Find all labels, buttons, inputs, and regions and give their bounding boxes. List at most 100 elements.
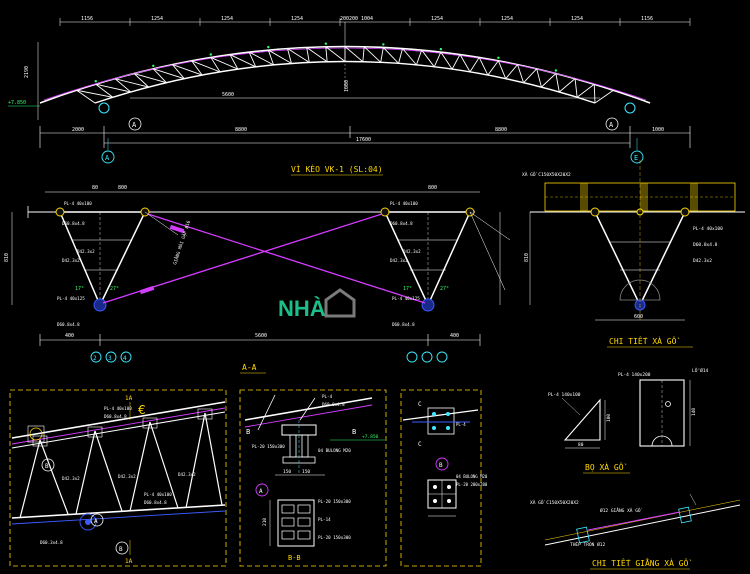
dr-note-3: PL-4 — [456, 422, 466, 427]
dl-label-1a-bot: 1A — [125, 558, 133, 565]
truss-web — [95, 83, 131, 93]
dim-bottom-1: 2000 — [72, 127, 84, 133]
right-support-node — [624, 102, 636, 114]
truss-web — [523, 68, 538, 83]
left-support-node — [98, 102, 110, 114]
purlin-note-1: PL-4 40x100 — [693, 226, 723, 232]
dr-label-c1: C — [418, 401, 422, 408]
bo-dim-2: 140 — [691, 408, 697, 416]
detail-mid-note: PL-20 150x300 — [318, 535, 351, 540]
aa-left-note: PL-4 40x125 — [57, 296, 85, 301]
purlin-width: 600 — [634, 314, 643, 320]
detail-web — [204, 412, 223, 506]
top-segment-label: 1156 — [81, 16, 93, 22]
aa-top-dim-3: 800 — [428, 185, 437, 191]
watermark-text: NHÀ — [278, 296, 326, 321]
aa-angle-3: 17° — [403, 286, 412, 292]
detail-left-note: D42.3x2 — [62, 476, 80, 481]
grid-left: A — [105, 154, 110, 162]
truss-web — [248, 51, 274, 66]
truss-web — [133, 73, 167, 84]
truss-web — [210, 57, 239, 70]
aa-angle-4: 27° — [440, 286, 449, 292]
dr-note-2: PL-20 200x200 — [456, 482, 488, 487]
detail-mid-note: PL-20 150x300 — [252, 444, 285, 449]
top-segment-label: 1254 — [501, 16, 513, 22]
level-left: +7.850 — [8, 100, 26, 106]
truss-web — [594, 89, 614, 104]
truss-web — [344, 46, 364, 63]
detail-web — [19, 439, 41, 519]
section-aa: 80 800 800 GIẰNG MÁI GẬP Ø16 — [4, 185, 511, 374]
truss-web — [362, 46, 365, 62]
truss-web — [541, 73, 557, 88]
detail-web — [75, 430, 96, 515]
bo-note-3: LỖ Ø14 — [692, 367, 709, 374]
aa-left-note: D42.3x2 — [77, 249, 95, 254]
dim-bottom-3: 8800 — [495, 127, 507, 133]
truss-web — [268, 49, 292, 64]
bo-xa-go-detail: 100 80 PL-4 140x100 140 PL-4 140x200 LỖ … — [548, 367, 709, 474]
detail-left-note: D42.3x2 — [118, 474, 136, 479]
truss-web — [497, 60, 507, 79]
top-segment-label: 1254 — [431, 16, 443, 22]
truss-web — [383, 47, 399, 64]
purlin-height: 810 — [524, 253, 530, 262]
truss-web — [421, 49, 435, 68]
truss-web — [593, 84, 596, 104]
aa-bubble-3: 3 — [108, 355, 112, 362]
truss-web — [440, 51, 453, 70]
truss-web — [152, 68, 167, 83]
top-segment-label: 1254 — [571, 16, 583, 22]
top-segment-label: 1254 — [291, 16, 303, 22]
top-segment-label: 1254 — [151, 16, 163, 22]
truss-web — [210, 57, 221, 73]
right-support-label: A — [609, 121, 614, 129]
dim-bottom-4: 1000 — [652, 127, 664, 133]
truss-web — [478, 57, 489, 76]
truss-web — [574, 78, 578, 98]
detail-web — [94, 430, 123, 512]
grid-bubble-e — [630, 150, 644, 164]
truss-web — [433, 51, 442, 67]
detail-web — [39, 439, 69, 515]
giang-xa-go-detail: XÀ GỒ C150X50X20X2 Ø12 GIẰNG XÀ GỒ THÉP … — [530, 493, 741, 570]
bo-dim-3: 80 — [578, 442, 584, 448]
aa-angle-1: 17° — [75, 286, 84, 292]
dl-label-b2: B — [119, 546, 123, 553]
dm-label-b-right: B — [352, 428, 356, 436]
dm-dim-2: 150 — [302, 469, 310, 475]
detail-mid-note: 04 BULONG M20 — [318, 448, 351, 453]
detail-web — [129, 421, 151, 512]
truss-web — [229, 54, 239, 70]
truss-web — [487, 60, 499, 76]
aa-bubble-4: 4 — [123, 355, 127, 362]
truss-web — [536, 68, 542, 88]
dl-label-1a-top: 1A — [125, 395, 133, 402]
truss-web — [325, 46, 328, 62]
bo-title: BỌ XÀ GỒ — [585, 461, 627, 472]
bo-dim-1: 100 — [606, 414, 612, 422]
truss-web — [306, 47, 328, 63]
aa-right-note: PL-4 40x125 — [392, 296, 420, 301]
truss-web — [459, 54, 471, 73]
dm-dim-1: 150 — [283, 469, 291, 475]
grid-bubble-a — [101, 150, 115, 164]
dm-label-b-left: B — [246, 428, 250, 436]
truss-web — [114, 78, 132, 93]
watermark-logo: NHÀ — [278, 288, 356, 321]
truss-web — [398, 48, 403, 64]
truss-web — [517, 64, 524, 83]
truss-web — [555, 73, 560, 93]
left-support-label: A — [132, 121, 137, 129]
aa-bottom-dim-2: 400 — [450, 333, 459, 339]
aa-span: 5600 — [255, 333, 267, 339]
dr-note-1: 04 BULONG M20 — [456, 474, 488, 479]
truss-web — [469, 57, 480, 73]
detail-right: C C B 04 BULONG M20 PL-20 200x200 PL-4 — [400, 389, 488, 567]
detail-mid-note: PL-20 150x300 — [318, 499, 351, 504]
truss-web — [325, 46, 346, 62]
dr-label-b: B — [439, 462, 443, 469]
